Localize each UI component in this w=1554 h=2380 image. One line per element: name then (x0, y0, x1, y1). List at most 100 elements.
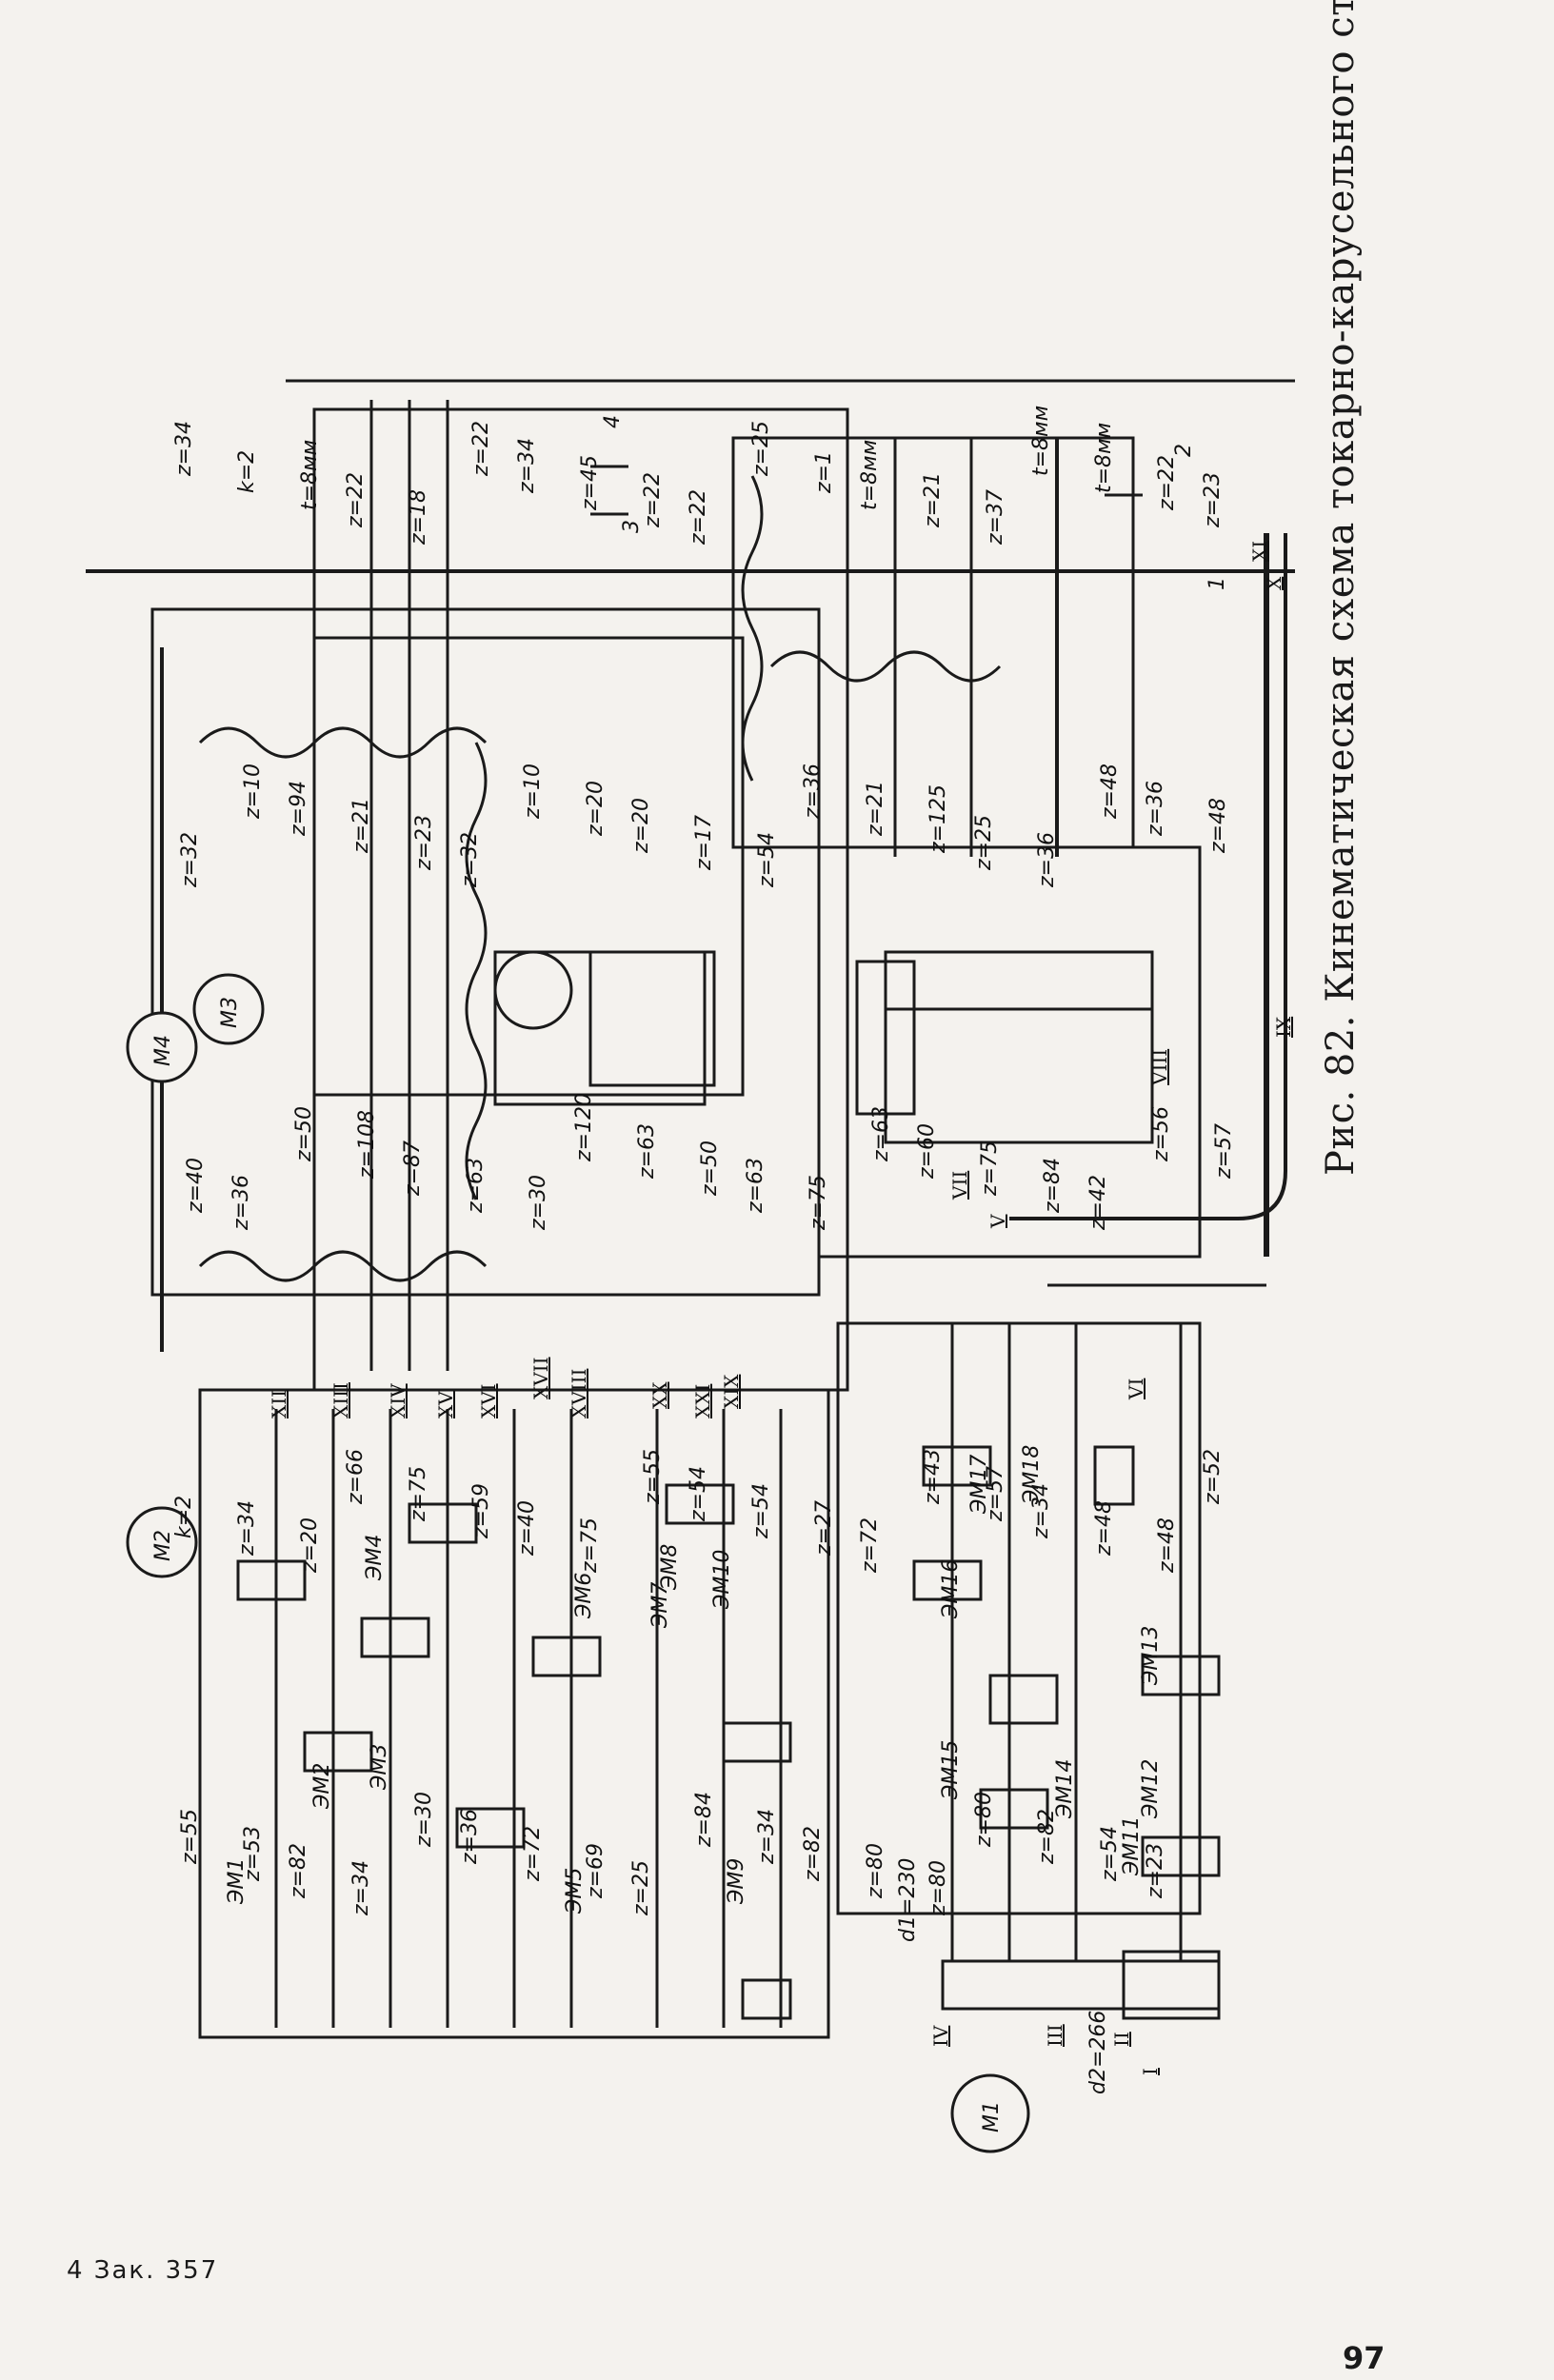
handwheel-label: 4 (601, 415, 625, 428)
gear-label: z=52 (1201, 1449, 1225, 1505)
gear-label: z=22 (1155, 455, 1179, 511)
shaft-label: II (1110, 2032, 1133, 2047)
gear-label: z=25 (749, 421, 773, 477)
gear-label: z=36 (801, 764, 825, 820)
gear-label: z=94 (287, 781, 310, 837)
gear-label: z=22 (641, 472, 665, 528)
gear-label: z=54 (749, 1483, 773, 1539)
gear-label: z=48 (1092, 1500, 1116, 1557)
gear-label: z=20 (298, 1517, 322, 1574)
gear-label: z=53 (241, 1826, 265, 1882)
gear-label: z=21 (864, 781, 887, 837)
gear-label: z=120 (572, 1093, 596, 1162)
gear-label: z=43 (921, 1449, 945, 1505)
frame-crossrail (312, 407, 849, 1392)
gear-label: z=72 (858, 1517, 882, 1574)
shaft-label: XVII (529, 1358, 552, 1399)
gear-label: t=8мм (298, 440, 322, 510)
motor-m3 (192, 973, 265, 1045)
gear-label: z=125 (926, 784, 950, 854)
gear-label: z=55 (178, 1809, 202, 1865)
gear-label: z=72 (521, 1826, 545, 1882)
clutch-label: ЭМ13 (1139, 1626, 1163, 1686)
shaft-label: XVI (477, 1383, 500, 1418)
gear-label: z=40 (515, 1500, 539, 1557)
gear-label: z=42 (1086, 1175, 1110, 1231)
gear-label: z=54 (1098, 1826, 1122, 1882)
footer-note: 4 Зак. 357 (67, 2256, 219, 2285)
gear-label: z=23 (412, 815, 436, 871)
gear-label: z=63 (635, 1123, 659, 1180)
gear-label: z=60 (915, 1123, 939, 1180)
shaft-label: XVIII (568, 1369, 590, 1418)
gear-label: z=80 (926, 1860, 950, 1916)
shaft-label: VI (1125, 1378, 1147, 1400)
gear-label: z=17 (692, 815, 716, 871)
gear-label: z=27 (812, 1500, 836, 1557)
clutch-label: ЭМ4 (363, 1535, 387, 1581)
gear-label: z=55 (641, 1449, 665, 1505)
gear-label: t=8мм (858, 440, 882, 510)
frame-main-gearbox (836, 1321, 1202, 1915)
shaft-label: XI (1248, 541, 1271, 562)
motor-m1 (950, 2073, 1030, 2153)
gear-label: z=20 (584, 781, 608, 837)
gear-label: z=48 (1098, 764, 1122, 820)
gear-label: z=23 (1144, 1843, 1167, 1899)
gear-label: z=20 (629, 798, 653, 854)
gear-label: z=34 (1029, 1483, 1053, 1539)
gear-label: k=2 (235, 450, 259, 493)
gear-label: z=63 (869, 1106, 893, 1162)
motor-m2 (126, 1506, 198, 1578)
shaft-label: XXI (691, 1384, 714, 1418)
handwheel-label: 3 (620, 520, 644, 533)
frame-carriage (312, 636, 745, 1097)
shaft-label: IX (1272, 1016, 1295, 1038)
clutch-label: ЭМ7 (648, 1582, 672, 1629)
clutch-label: ЭМ17 (967, 1455, 991, 1515)
gear-label: z=22 (687, 489, 710, 545)
belt-label: d2=266 (1086, 2011, 1110, 2094)
gear-label: z=34 (755, 1809, 779, 1865)
gear-label: z=82 (1035, 1809, 1059, 1865)
gear-label: z=54 (687, 1466, 710, 1522)
clutch-label: ЭМ2 (310, 1763, 334, 1810)
gear-label: t=8мм (1029, 406, 1053, 476)
clutch-label: ЭМ12 (1139, 1759, 1163, 1819)
gear-label: z=37 (984, 489, 1007, 545)
gear-label: z=69 (584, 1843, 608, 1899)
clutch-label: ЭМ18 (1020, 1445, 1044, 1505)
gear-label: z=57 (984, 1466, 1007, 1522)
shaft-label: VIII (1148, 1049, 1171, 1086)
handwheel-label: 1 (1205, 577, 1229, 590)
gear-label: z=80 (972, 1792, 996, 1848)
gear-label: k=2 (172, 1496, 196, 1538)
shaft-label: XII (268, 1390, 290, 1418)
gear-label: z=57 (1212, 1123, 1236, 1180)
motor-label: M3 (218, 997, 242, 1028)
clutch-label: ЭМ9 (725, 1858, 748, 1905)
motor-label: M2 (151, 1530, 175, 1561)
gear-label: z=50 (698, 1140, 722, 1197)
page-number: 97 (1343, 2340, 1385, 2376)
gear-label: z=23 (1201, 472, 1225, 528)
gear-label: z=59 (469, 1483, 493, 1539)
gear-label: z=36 (458, 1809, 482, 1865)
gear-label: z=84 (692, 1792, 716, 1848)
gear-label: z=75 (807, 1175, 830, 1231)
gear-label: z=80 (864, 1843, 887, 1899)
shaft-label: XIX (720, 1374, 743, 1409)
clutch-label: ЭМ5 (563, 1868, 587, 1914)
motor-label: M1 (980, 2101, 1004, 2132)
motor-label: M4 (151, 1035, 175, 1066)
clutch-label: ЭМ14 (1053, 1759, 1077, 1819)
gear-label: z=34 (235, 1500, 259, 1557)
shaft-label: VII (948, 1171, 971, 1200)
gear-label: z=21 (349, 798, 373, 854)
gear-label: z=32 (178, 832, 202, 888)
shaft-label: XV (434, 1391, 457, 1418)
shaft-label: IV (929, 2025, 952, 2047)
gear-label: z=18 (407, 489, 430, 545)
